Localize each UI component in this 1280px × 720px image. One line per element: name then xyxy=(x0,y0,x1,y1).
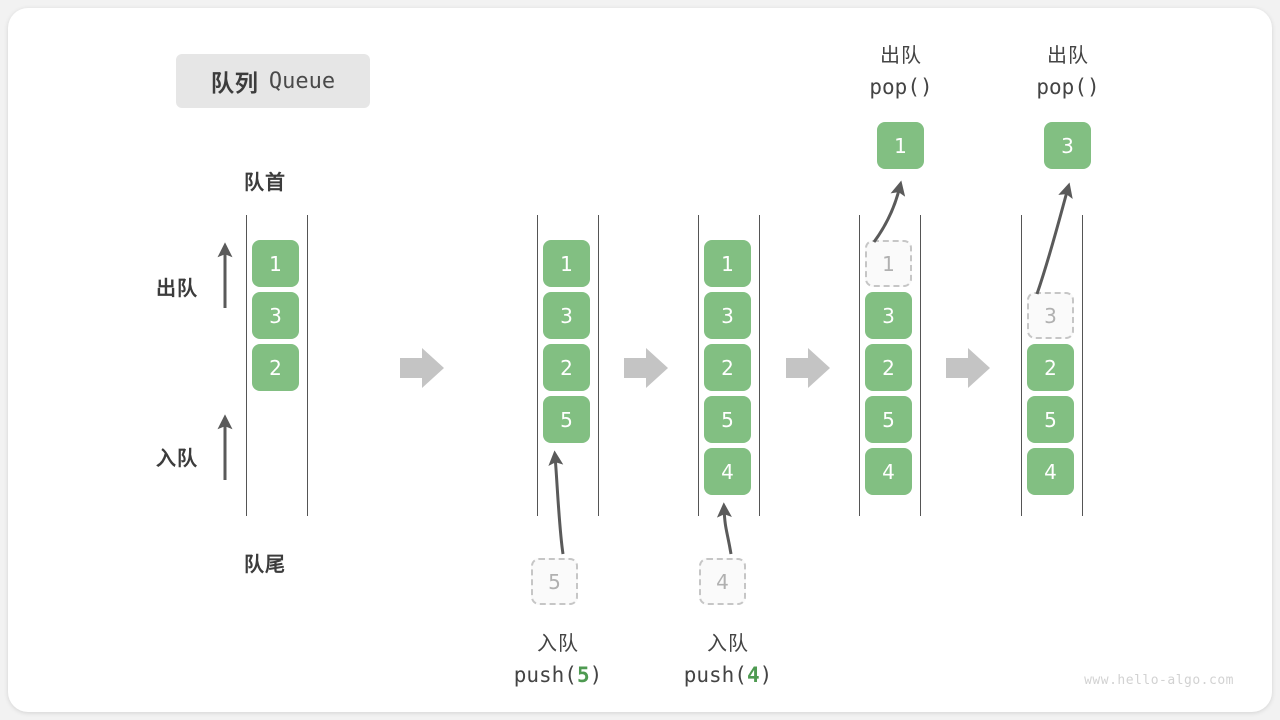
pop-3-arrow xyxy=(1035,182,1073,295)
transition-arrow xyxy=(786,348,830,388)
queue-cell: 3 xyxy=(704,292,751,339)
caption-pop-3-cn: 出队 xyxy=(1047,43,1089,67)
queue-rail-right-step1 xyxy=(307,215,308,516)
title-badge: 队列 Queue xyxy=(176,54,370,108)
transition-arrow xyxy=(400,348,444,388)
caption-pop-1-cn: 出队 xyxy=(880,43,922,67)
push-4-code-open: push( xyxy=(683,663,747,687)
queue-ghost-cell: 5 xyxy=(531,558,578,605)
push-5-code-open: push( xyxy=(513,663,577,687)
arrows-overlay xyxy=(217,180,1073,555)
caption-push-4-cn: 入队 xyxy=(707,631,749,655)
label-dequeue: 出队 xyxy=(156,276,198,300)
queue-cell: 2 xyxy=(1027,344,1074,391)
queue-ghost-cell: 4 xyxy=(699,558,746,605)
caption-push-4-code: push(4) xyxy=(628,659,828,692)
watermark: www.hello-algo.com xyxy=(1084,673,1234,688)
transition-arrow xyxy=(946,348,990,388)
title-cn: 队列 xyxy=(210,71,259,97)
queue-cell: 3 xyxy=(252,292,299,339)
caption-push-5-cn: 入队 xyxy=(537,631,579,655)
push-5-arg: 5 xyxy=(576,663,590,687)
popped-value-cell: 1 xyxy=(877,122,924,169)
caption-pop-3-code: pop() xyxy=(1036,75,1100,99)
label-queue-head: 队首 xyxy=(244,170,286,194)
push-5-code-close: ) xyxy=(589,663,603,687)
queue-cell: 2 xyxy=(252,344,299,391)
pop-1-arrow xyxy=(872,180,906,243)
queue-cell: 1 xyxy=(252,240,299,287)
queue-cell-new: 5 xyxy=(543,396,590,443)
queue-cell: 2 xyxy=(704,344,751,391)
push-4-arg: 4 xyxy=(746,663,760,687)
transition-arrow xyxy=(624,348,668,388)
popped-value-cell: 3 xyxy=(1044,122,1091,169)
label-queue-tail: 队尾 xyxy=(244,552,286,576)
push-5-arrow xyxy=(548,450,565,555)
caption-push-5: 入队 push(5) xyxy=(458,628,658,692)
queue-cell: 2 xyxy=(543,344,590,391)
caption-push-4: 入队 push(4) xyxy=(628,628,828,692)
queue-cell: 3 xyxy=(865,292,912,339)
caption-push-5-code: push(5) xyxy=(458,659,658,692)
queue-ghost-cell-popped: 3 xyxy=(1027,292,1074,339)
queue-rail-left-step5 xyxy=(1021,215,1022,516)
diagram-card: 队列 Queue 队首 队尾 出队 入队 1 3 2 1 3 2 5 5 入队 … xyxy=(8,8,1272,712)
queue-rail-left-step2 xyxy=(537,215,538,516)
caption-pop-1: 出队 pop() xyxy=(801,40,1001,104)
queue-rail-left-step4 xyxy=(859,215,860,516)
queue-rail-right-step5 xyxy=(1082,215,1083,516)
push-4-code-close: ) xyxy=(759,663,773,687)
queue-cell: 1 xyxy=(543,240,590,287)
queue-cell: 3 xyxy=(543,292,590,339)
queue-cell-new: 4 xyxy=(704,448,751,495)
queue-cell: 5 xyxy=(1027,396,1074,443)
title-en: Queue xyxy=(268,68,336,94)
caption-pop-3: 出队 pop() xyxy=(968,40,1168,104)
queue-cell: 1 xyxy=(704,240,751,287)
push-4-arrow xyxy=(716,502,733,555)
queue-rail-right-step4 xyxy=(920,215,921,516)
label-enqueue: 入队 xyxy=(156,446,198,470)
caption-pop-1-code: pop() xyxy=(869,75,933,99)
queue-cell: 2 xyxy=(865,344,912,391)
queue-rail-left-step3 xyxy=(698,215,699,516)
queue-rail-right-step2 xyxy=(598,215,599,516)
queue-rail-right-step3 xyxy=(759,215,760,516)
queue-ghost-cell-popped: 1 xyxy=(865,240,912,287)
queue-cell: 4 xyxy=(865,448,912,495)
queue-cell: 5 xyxy=(704,396,751,443)
queue-cell: 5 xyxy=(865,396,912,443)
queue-cell: 4 xyxy=(1027,448,1074,495)
queue-rail-left-step1 xyxy=(246,215,247,516)
